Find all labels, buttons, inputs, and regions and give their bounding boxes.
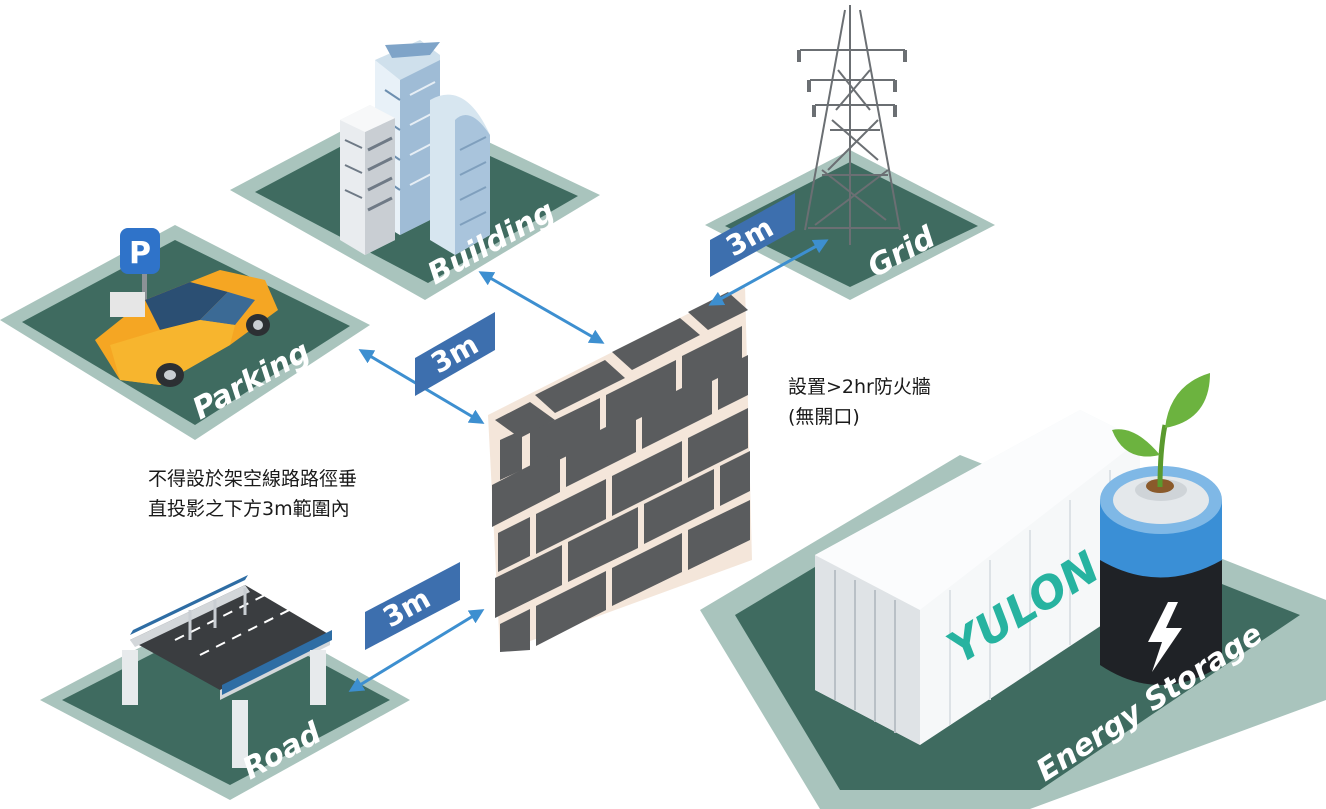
power-tower-icon	[800, 5, 905, 245]
overhead-line-note: 不得設於架空線路路徑垂 直投影之下方3m範圍內	[148, 464, 357, 524]
container-icon	[815, 410, 1140, 745]
firewall-bricks	[492, 292, 750, 652]
parking-zone: P Parking	[0, 225, 370, 440]
overpass-road-icon	[122, 575, 332, 768]
overhead-note-line1: 不得設於架空線路路徑垂	[148, 468, 358, 490]
sprout-icon	[1112, 373, 1210, 488]
firewall-note-line1: 設置>2hr防火牆	[788, 376, 931, 398]
firewall-note: 設置>2hr防火牆 (無開口)	[788, 372, 931, 432]
battery-icon	[1100, 466, 1222, 685]
energy-storage-zone: YULON Energy Storage	[700, 373, 1326, 809]
firewall-note-line2: (無開口)	[788, 406, 860, 428]
road-tile-inner	[62, 614, 390, 785]
parking-sign-plate	[120, 228, 160, 274]
insulator-icons	[797, 50, 907, 117]
curved-tower-icon	[430, 94, 490, 256]
building-zone: Building	[230, 40, 600, 300]
arrow-grid-wall	[708, 239, 829, 306]
distance-badge-road: 3m	[365, 562, 460, 650]
parking-sign: P	[120, 228, 160, 310]
parking-sign-letter: P	[129, 236, 151, 271]
lightning-icon	[1148, 602, 1182, 672]
arrow-road-wall	[348, 609, 485, 692]
car-icon	[95, 270, 278, 387]
firewall	[488, 285, 752, 652]
arrow-building-wall	[478, 271, 605, 344]
white-building-icon	[340, 105, 395, 255]
overhead-note-line2: 直投影之下方3m範圍內	[148, 498, 350, 520]
road-zone: Road	[40, 575, 410, 800]
distance-badge-parking: 3m	[415, 312, 495, 396]
